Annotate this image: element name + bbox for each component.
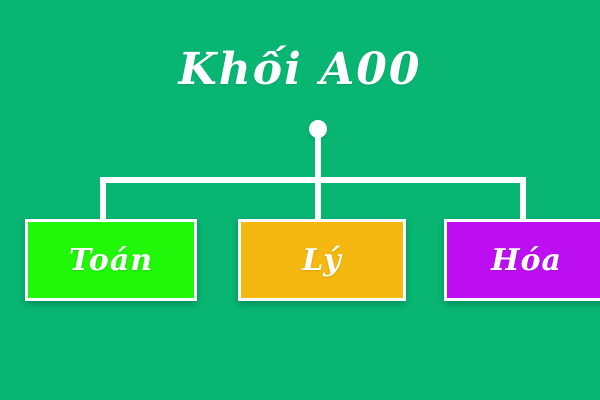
horizontal-connector-bar	[100, 177, 526, 183]
subject-label-toan: Toán	[68, 242, 154, 278]
root-node-dot	[309, 120, 327, 138]
diagram-title: Khối A00	[178, 44, 422, 95]
subject-box-toan[interactable]: Toán	[25, 219, 197, 301]
branch-connector-ly	[315, 177, 321, 222]
branch-connector-hoa	[520, 177, 526, 222]
subject-label-ly: Lý	[302, 242, 342, 278]
branch-connector-toan	[100, 177, 106, 222]
subject-box-hoa[interactable]: Hóa	[444, 219, 600, 301]
subject-box-ly[interactable]: Lý	[238, 219, 406, 301]
root-stem-connector	[315, 132, 321, 182]
subject-label-hoa: Hóa	[491, 242, 562, 278]
